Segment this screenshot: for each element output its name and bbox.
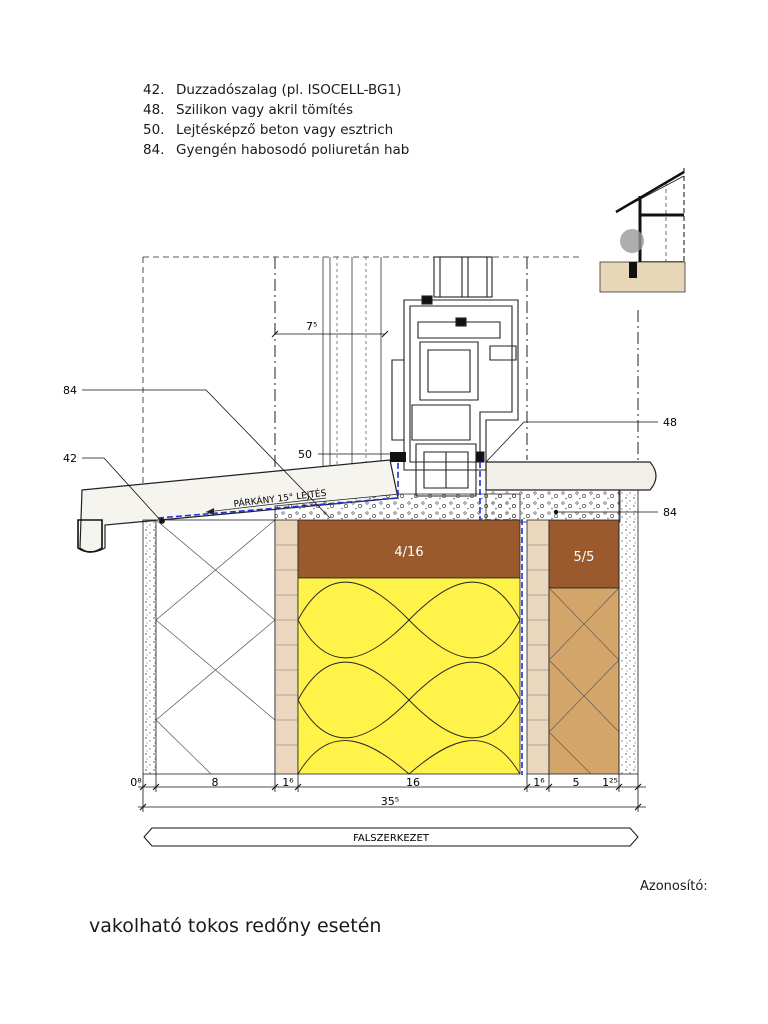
legend-number: 48. — [143, 102, 165, 118]
wall-structure-label: FALSZERKEZET — [353, 833, 430, 844]
dimension-chain — [138, 774, 646, 812]
board-inner-label: 4/16 — [394, 545, 423, 560]
callout-48: 48 — [663, 416, 677, 429]
callout-84-right: 84 — [663, 506, 677, 519]
dim-insulation: 16 — [406, 776, 420, 789]
legend-text: Gyengén habosodó poliuretán hab — [176, 142, 410, 158]
dim-gypsum-inner: 1⁶ — [282, 776, 294, 789]
dim-gypsum-outer: 1⁶ — [533, 776, 545, 789]
dim-installation-layer: 8 — [212, 776, 219, 789]
legend-item: 48. Szilikon vagy akril tömítés — [143, 100, 409, 120]
legend-list: 42. Duzzadószalag (pl. ISOCELL-BG1) 48. Sz… — [143, 80, 409, 160]
legend-number: 50. — [143, 122, 165, 138]
dimension-labels: 0⁸ 8 1⁶ 16 1⁶ 5 1²⁵ 35⁵ — [130, 776, 618, 808]
dim-plaster-outer: 1²⁵ — [602, 776, 618, 789]
legend-text: Lejtésképző beton vagy esztrich — [176, 122, 394, 138]
legend-text: Duzzadószalag (pl. ISOCELL-BG1) — [176, 82, 402, 98]
callout-50: 50 — [298, 448, 312, 461]
gap-dimension-label: 7⁵ — [306, 320, 317, 333]
wall-structure-band: FALSZERKEZET — [143, 827, 639, 847]
callout-84-left: 84 — [63, 384, 77, 397]
gap-dimension: 7⁵ — [271, 320, 389, 338]
dim-outer-board: 5 — [573, 776, 580, 789]
dim-total: 35⁵ — [381, 795, 399, 808]
legend-number: 84. — [143, 142, 165, 158]
window-profile — [391, 256, 519, 497]
legend-item: 50. Lejtésképző beton vagy esztrich — [143, 120, 409, 140]
exterior-sill — [485, 461, 657, 491]
callout-42: 42 — [63, 452, 77, 465]
board-outer-label: 5/5 — [574, 550, 595, 565]
identifier-label: Azonosító: — [640, 879, 708, 894]
legend-item: 84. Gyengén habosodó poliuretán hab — [143, 140, 409, 160]
drawing-caption: vakolható tokos redőny esetén — [89, 915, 382, 937]
legend-text: Szilikon vagy akril tömítés — [176, 102, 353, 118]
outline-frame — [142, 256, 639, 520]
legend-number: 42. — [143, 82, 165, 98]
screed-layer — [274, 452, 621, 523]
legend-item: 42. Duzzadószalag (pl. ISOCELL-BG1) — [143, 80, 409, 100]
key-plan — [599, 168, 686, 293]
callout-leaders — [82, 389, 658, 524]
wall-section: 4/16 5/5 — [142, 489, 639, 775]
dim-plaster-inner: 0⁸ — [130, 776, 142, 789]
vapour-membrane — [157, 462, 523, 775]
